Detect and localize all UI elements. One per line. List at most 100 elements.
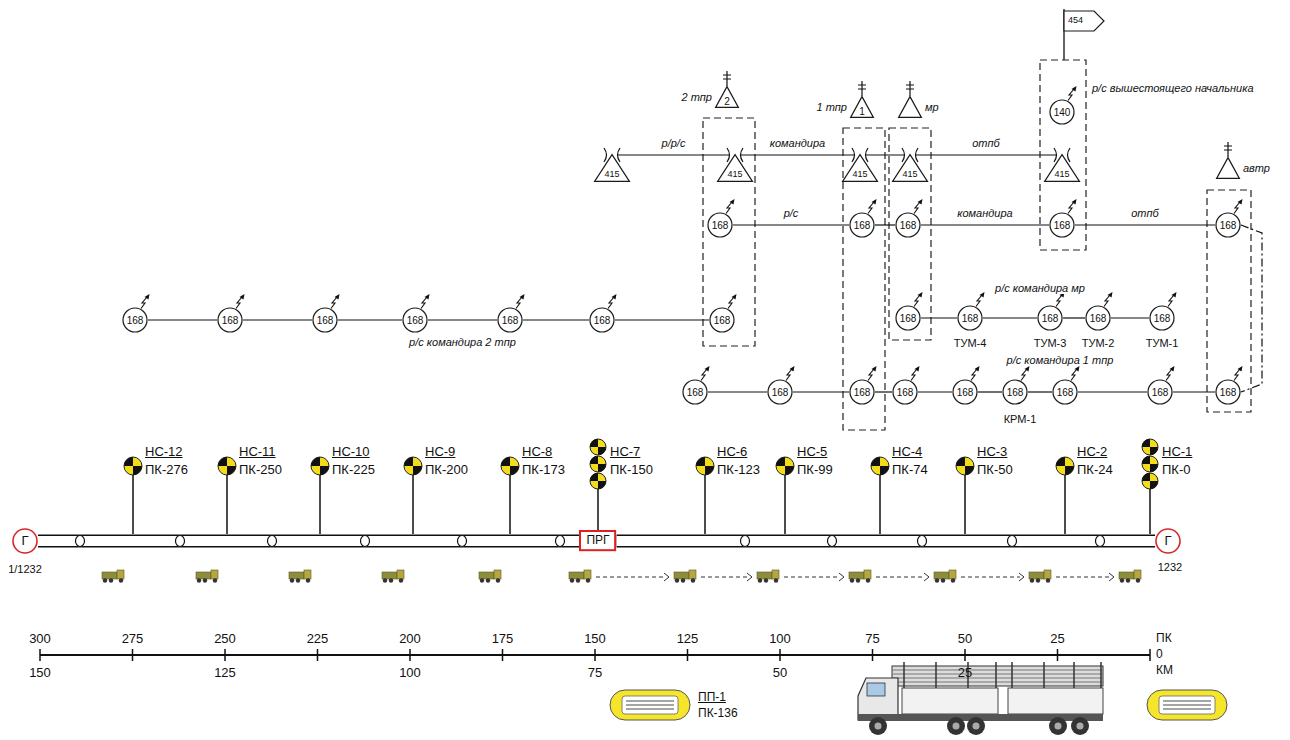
pipe-truck [858,662,1103,735]
hub [953,723,960,730]
node-text: 454 [1068,16,1083,26]
radio-link [978,391,1002,392]
radio-station: 168 [1049,212,1075,238]
wheel [869,717,887,735]
lightning-head [1170,366,1175,372]
radio-station: 168 [589,307,615,333]
radio-lightning [914,295,920,307]
marker-quarters [1142,473,1158,489]
radio-station: 168 [849,379,875,405]
truck-wheel [399,578,403,582]
radio-station: 168 [895,212,921,238]
station-label: ТУМ-3 [1034,337,1067,350]
node-text: 168 [957,387,974,398]
node-circle [953,380,977,404]
truck-cab [864,570,871,579]
station-label: ТУМ-2 [1082,337,1115,350]
truck-wheel [1046,578,1050,582]
lightning-head [335,294,340,300]
truck-wheel [691,578,695,582]
scale-label: 225 [307,632,329,647]
radio-station: 168 [402,307,428,333]
truck-cab [211,570,218,579]
radio-lightning [236,297,242,309]
antenna-label: автр [1243,162,1270,174]
truck-wheel [486,578,490,582]
node-text: 168 [1220,387,1237,398]
movement-arrow [876,577,925,578]
radio-station: 168 [1085,305,1111,331]
truck-body [674,572,689,579]
radio-lightning [1234,369,1240,381]
scale-tick [502,649,504,661]
radio-lightning [331,297,337,309]
pump-station-name: НС-1 [1162,445,1192,460]
radio-lightning [421,297,427,309]
scale-label: 0 [1156,648,1163,662]
truck-wheel [586,578,590,582]
node-circle [1156,529,1180,553]
node-rect [580,531,615,550]
node-text: 168 [962,313,979,324]
antenna-label: 1 тпр [816,101,847,113]
node-circle [1150,306,1174,330]
node-text: 168 [854,220,871,231]
link-label: командира [955,207,1014,220]
radio-link [428,319,497,320]
movement-arrow [961,577,1020,578]
group-frame [889,128,931,340]
cab-window [867,683,885,696]
truck-body [934,572,949,579]
relay-station: 415 [594,154,630,182]
radio-lightning [1166,369,1172,381]
hubs [875,723,1084,730]
antenna: автр [1216,157,1240,179]
node-circle [683,380,707,404]
link-label: отпб [970,137,1002,150]
lightning-head [425,294,430,300]
marker-stem [226,475,228,534]
node-circle [1216,213,1240,237]
marker-ball [1056,457,1074,475]
truck-body [102,572,117,579]
node-triangle [851,97,874,118]
marker-stem [879,475,881,534]
hub [1055,723,1062,730]
pipes [892,670,1103,682]
radio-link [793,391,849,392]
trailer-body [1008,688,1103,714]
radio-lightning [1104,295,1110,307]
node-triangle [899,97,922,118]
radio-station: 168 [892,379,918,405]
radio-lightning [726,202,732,214]
chainage-label: ПК-0 [1162,463,1190,478]
node-text: 168 [1220,220,1237,231]
radio-link [1078,391,1147,392]
node-circle [850,213,874,237]
movement-arrow-head [747,573,752,581]
movement-arrow-head [839,573,844,581]
movement-arrow-head [1109,573,1114,581]
truck-wheel [941,578,945,582]
antenna: 2 тпр2 [715,86,739,108]
node-text: 168 [502,315,519,326]
pump-station-name: НС-2 [1077,445,1107,460]
lightning-head [1108,292,1113,298]
node-text: ПРГ [586,534,609,547]
marker-quarters [124,457,142,475]
pipe-valve [1096,536,1105,547]
truck-wheel [1136,578,1140,582]
truck-cab [584,570,591,579]
marker-stem [1149,488,1151,534]
node-text: 168 [222,315,239,326]
radio-lightning [1021,369,1027,381]
scale-tick [409,649,411,661]
node-text: 415 [852,170,867,180]
pump-station-name: НС-11 [239,445,276,460]
radio-station: 168 [312,307,338,333]
marker-ball [590,439,606,455]
radio-lightning [1071,369,1077,381]
radio-station: 168 [767,379,793,405]
hub [973,723,980,730]
